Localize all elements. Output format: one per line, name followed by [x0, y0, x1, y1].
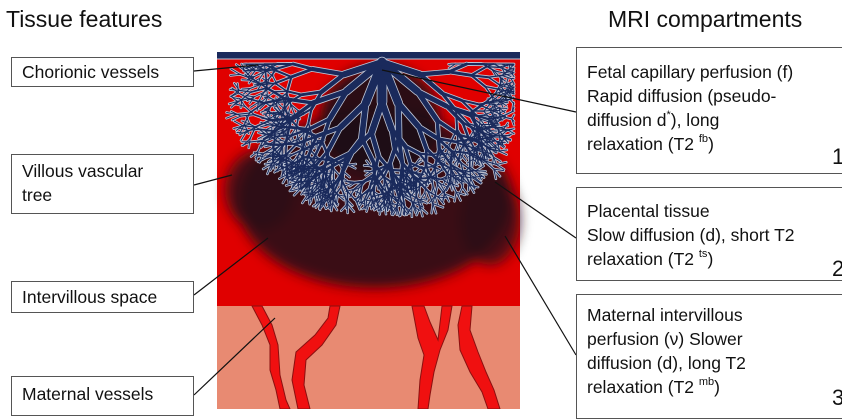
label-chorionic-vessels: Chorionic vessels — [11, 57, 194, 87]
c1-line1: Fetal capillary perfusion (f) — [587, 62, 793, 82]
c2-line2: Slow diffusion (d), short T2 — [587, 225, 795, 245]
compartment-2-box: Placental tissue Slow diffusion (d), sho… — [576, 187, 842, 281]
chorionic-plate — [217, 52, 520, 59]
c1-line3a: diffusion d — [587, 110, 666, 130]
label-maternal-text: Maternal vessels — [22, 384, 153, 404]
compartment-1-number: 1 — [832, 144, 842, 170]
label-villous-text-line2: tree — [22, 185, 52, 205]
c3-line3: diffusion (d), long T2 — [587, 353, 746, 373]
label-villous-text-line1: Villous vascular — [22, 161, 143, 181]
label-intervillous-text: Intervillous space — [22, 287, 157, 307]
c1-line4-sup: fb — [699, 133, 708, 145]
c3-line1: Maternal intervillous — [587, 305, 743, 325]
c2-line3b: ) — [707, 249, 713, 269]
compartment-3-number: 3 — [832, 385, 842, 411]
c1-line4a: relaxation (T2 — [587, 134, 694, 154]
compartment-3-box: Maternal intervillous perfusion (ν) Slow… — [576, 294, 842, 419]
c3-line4b: ) — [714, 377, 720, 397]
compartment-2-number: 2 — [832, 256, 842, 282]
c1-line4b: ) — [708, 134, 714, 154]
c2-line3a: relaxation (T2 — [587, 249, 694, 269]
label-intervillous-space: Intervillous space — [11, 281, 194, 313]
label-villous-vascular-tree: Villous vascular tree — [11, 154, 194, 214]
c3-line2: perfusion (ν) Slower — [587, 329, 743, 349]
c1-line3b: ), long — [671, 110, 720, 130]
label-chorionic-text: Chorionic vessels — [22, 62, 159, 82]
compartment-1-box: Fetal capillary perfusion (f) Rapid diff… — [576, 47, 842, 174]
c1-line2: Rapid diffusion (pseudo- — [587, 86, 776, 106]
c2-line1: Placental tissue — [587, 201, 710, 221]
c3-line4-sup: mb — [699, 376, 714, 388]
label-maternal-vessels: Maternal vessels — [11, 376, 194, 416]
c3-line4a: relaxation (T2 — [587, 377, 694, 397]
